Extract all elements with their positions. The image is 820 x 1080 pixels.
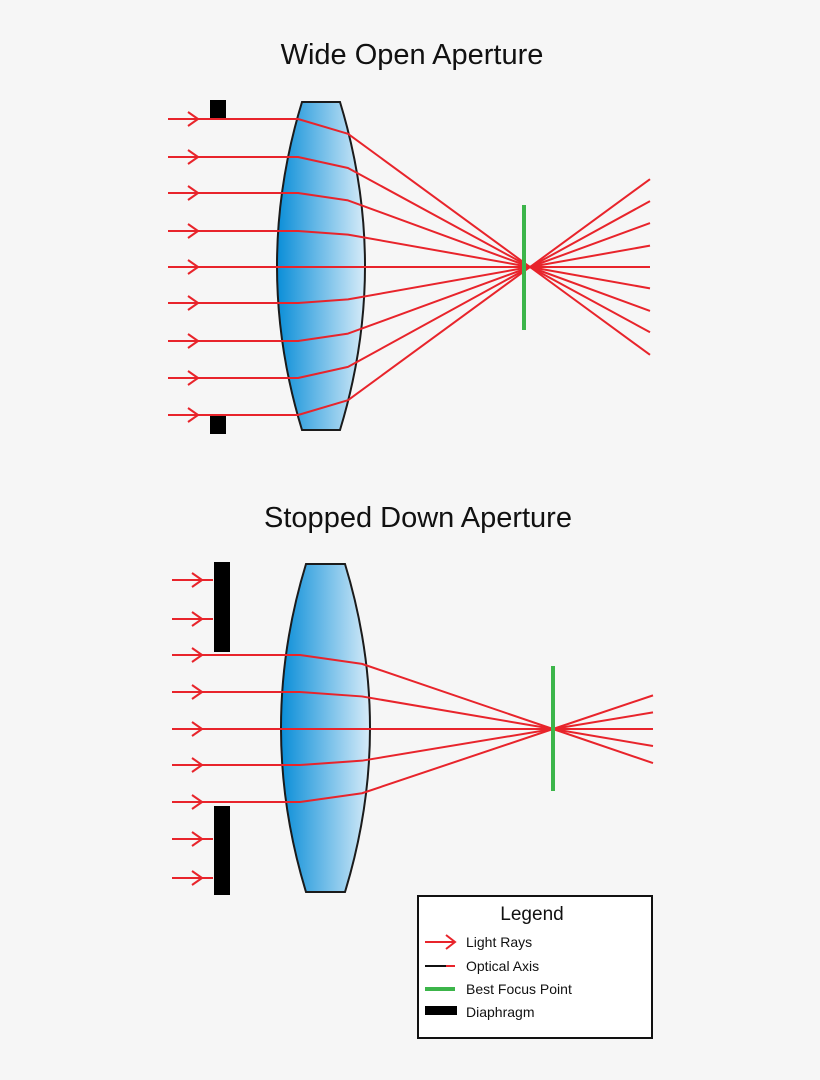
legend-diaphragm-icon (425, 1006, 457, 1015)
stopped-down-ray-4 (172, 711, 654, 766)
legend: Legend Light Rays Optical Axis Best Focu… (417, 895, 653, 1039)
legend-best-focus-label: Best Focus Point (466, 981, 572, 997)
legend-diaphragm-label: Diaphragm (466, 1004, 534, 1020)
stopped-down-ray-1 (172, 654, 654, 765)
wide-open-ray-arrow-1 (187, 111, 199, 127)
stopped-down-ray-arrow-4 (191, 757, 203, 773)
stopped-down-ray-arrow-3 (191, 721, 203, 737)
stopped-down-blocked-ray-arrow-1 (191, 572, 203, 588)
wide-open-title: Wide Open Aperture (281, 39, 544, 71)
wide-open-ray-arrow-7 (187, 333, 199, 349)
stopped-down-blocked-ray-arrow-4 (191, 870, 203, 886)
stopped-down-title: Stopped Down Aperture (264, 502, 572, 534)
legend-light-rays-icon (425, 934, 457, 950)
stopped-down-ray-arrow-2 (191, 684, 203, 700)
wide-open-ray-arrow-9 (187, 407, 199, 423)
stopped-down-blocked-ray-arrow-3 (191, 831, 203, 847)
stopped-down-panel: Stopped Down Aperture (172, 502, 654, 895)
wide-open-diaphragm-bottom (210, 416, 226, 434)
wide-open-ray-arrow-2 (187, 149, 199, 165)
stopped-down-ray-arrow-1 (191, 647, 203, 663)
legend-light-rays-label: Light Rays (466, 934, 532, 950)
wide-open-ray-6 (168, 244, 651, 304)
wide-open-ray-2 (168, 156, 651, 334)
stopped-down-ray-arrow-5 (191, 794, 203, 810)
wide-open-ray-arrow-3 (187, 185, 199, 201)
wide-open-ray-9 (168, 178, 651, 416)
stopped-down-ray-5 (172, 694, 654, 803)
stopped-down-blocked-ray-arrow-2 (191, 611, 203, 627)
wide-open-ray-arrow-5 (187, 259, 199, 275)
stopped-down-light-rays (172, 572, 654, 886)
wide-open-ray-arrow-4 (187, 223, 199, 239)
wide-open-ray-arrow-6 (187, 295, 199, 311)
wide-open-light-rays (168, 111, 651, 423)
wide-open-ray-arrow-8 (187, 370, 199, 386)
wide-open-ray-7 (168, 222, 651, 342)
stopped-down-diaphragm-bottom (214, 806, 230, 895)
wide-open-diaphragm-top (210, 100, 226, 119)
legend-title: Legend (500, 904, 563, 925)
wide-open-ray-1 (168, 118, 651, 356)
legend-optical-axis-label: Optical Axis (466, 958, 539, 974)
wide-open-ray-4 (168, 230, 651, 290)
stopped-down-ray-2 (172, 691, 654, 748)
wide-open-ray-3 (168, 192, 651, 312)
stopped-down-diaphragm-top (214, 562, 230, 652)
wide-open-ray-8 (168, 200, 651, 379)
wide-open-panel: Wide Open Aperture (168, 39, 651, 434)
